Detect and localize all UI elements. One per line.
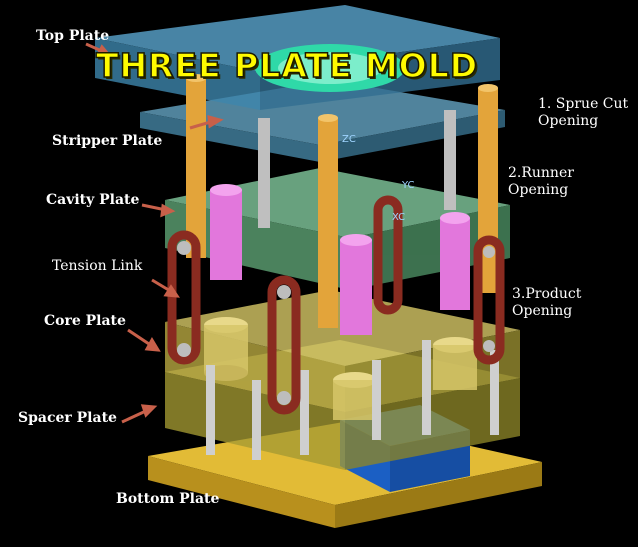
- stripper-plate-shape: [140, 80, 505, 162]
- axis-mark-zc: ZC: [342, 134, 356, 145]
- label-arrows: [85, 42, 224, 424]
- label-sprue-cut-opening: 1. Sprue Cut Opening: [538, 96, 629, 129]
- label-product-opening: 3.Product Opening: [512, 286, 582, 319]
- label-top-plate: Top Plate: [36, 28, 110, 44]
- tension-links: [167, 195, 505, 415]
- axis-mark-xc: XC: [392, 212, 405, 223]
- ejector-pins: [206, 340, 499, 460]
- label-spacer-plate: Spacer Plate: [18, 410, 117, 426]
- diagram-title: THREE PLATE MOLD: [95, 45, 479, 86]
- axis-mark-yc: YC: [401, 180, 415, 191]
- label-cavity-plate: Cavity Plate: [46, 192, 140, 208]
- label-stripper-plate: Stripper Plate: [52, 133, 163, 149]
- label-tension-link: Tension Link: [52, 258, 143, 274]
- label-core-plate: Core Plate: [44, 313, 126, 329]
- core-cups: [204, 317, 477, 420]
- label-bottom-plate: Bottom Plate: [116, 491, 220, 507]
- cavity-inserts: [210, 184, 470, 335]
- link-bolts: [177, 241, 495, 405]
- label-runner-opening: 2.Runner Opening: [508, 165, 574, 198]
- locating-ring: [255, 44, 405, 92]
